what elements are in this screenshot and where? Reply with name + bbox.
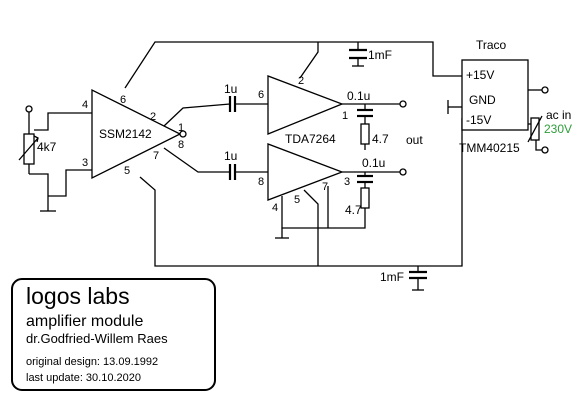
tda7264-label: TDA7264: [285, 132, 336, 146]
cap-1u-bottom: [228, 164, 268, 180]
card-original-design: original design: 13.09.1992: [26, 356, 158, 368]
tda-pin-4: 4: [272, 202, 278, 214]
out-label: out: [406, 133, 423, 147]
ssm-pin-2: 2: [150, 111, 156, 123]
tda-pin-1: 1: [342, 110, 348, 122]
cap-1mf-top: [349, 48, 367, 67]
traco-m15v: -15V: [466, 113, 491, 127]
cap-1mf-bottom: [409, 270, 427, 291]
ssm-pin-5: 5: [124, 165, 130, 177]
tda-channel-1: [267, 75, 407, 150]
traco-p15v: +15V: [466, 68, 494, 82]
res-out1-label: 4.7: [372, 132, 389, 146]
ssm-pin-7: 7: [153, 150, 159, 162]
ssm2142-label: SSM2142: [99, 127, 152, 141]
tda-pin-6: 6: [258, 89, 264, 101]
cap-bottom-label: 1mF: [380, 270, 404, 284]
ssm-pin-3: 3: [82, 157, 88, 169]
pot-label: 4k7: [37, 140, 57, 154]
card-last-update: last update: 30.10.2020: [26, 372, 141, 384]
ssm-pin-8: 8: [178, 139, 184, 151]
tda-pin-7: 7: [322, 181, 328, 193]
traco-label: Traco: [476, 38, 507, 52]
traco-module: [447, 59, 549, 154]
tda-pin-5: 5: [294, 194, 300, 206]
card-author: dr.Godfried-Willem Raes: [26, 331, 168, 346]
ssm-pin-1: 1: [178, 122, 184, 134]
traco-part-number: TMM40215: [459, 141, 520, 155]
cap-1u-top: [228, 96, 268, 112]
ssm-pin-4: 4: [82, 99, 88, 111]
tda-pin-3: 3: [344, 176, 350, 188]
cap-1u-bottom-label: 1u: [224, 149, 237, 163]
ac-in-label: ac in: [546, 108, 571, 122]
cap-out2-label: 0.1u: [362, 156, 385, 170]
cap-out1-label: 0.1u: [347, 89, 370, 103]
card-title: amplifier module: [26, 313, 143, 330]
ssm-pin-6: 6: [120, 94, 126, 106]
ssm2142-chip: [91, 88, 231, 180]
title-card: [11, 278, 216, 391]
traco-gnd: GND: [469, 93, 496, 107]
cap-1u-top-label: 1u: [224, 82, 237, 96]
res-out2-label: 4.7: [345, 203, 362, 217]
tda-pin-8: 8: [258, 176, 264, 188]
card-brand: logos labs: [26, 283, 130, 309]
tda-pin-2: 2: [298, 75, 304, 87]
supply-wires: [124, 41, 463, 290]
tda-channel-2: [267, 143, 407, 266]
cap-top-label: 1mF: [368, 48, 392, 62]
potentiometer: [18, 105, 92, 212]
ac-voltage-label: 230V: [544, 122, 572, 136]
